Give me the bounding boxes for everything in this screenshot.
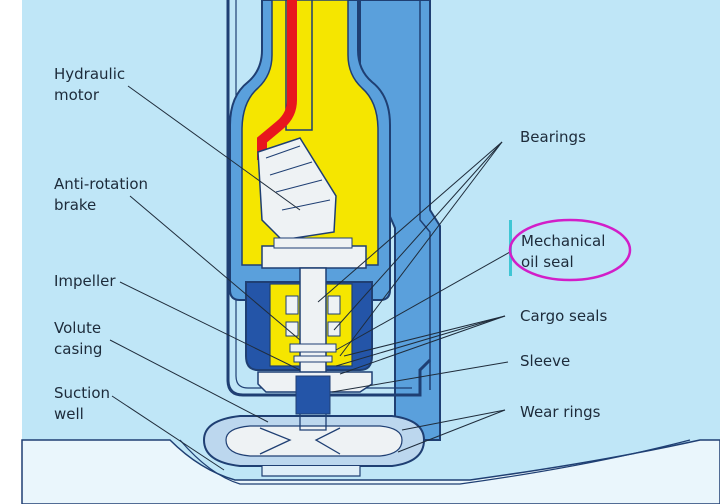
label-volute-casing: Volute casing [54,319,106,358]
label-impeller: Impeller [54,272,116,290]
tank-bottom [21,439,720,504]
column-inner-line [419,0,431,390]
highlight-ring [508,218,632,282]
mechanical-seal-ring [289,343,337,353]
suction-inlet [261,466,361,477]
impeller [225,425,403,457]
label-wear-rings: Wear rings [520,403,601,421]
outer-casing-inner-line [235,0,412,389]
sleeve [295,375,331,415]
leader-lines [109,85,511,471]
outer-casing-line [226,0,432,397]
label-suction-well: Suction well [54,384,115,423]
brake-top [273,237,353,249]
label-bearings: Bearings [520,128,586,146]
bearing-right-upper [327,295,341,315]
label-mechanical-oil-seal: Mechanical oil seal [521,232,610,271]
label-anti-rotation-brake: Anti-rotation brake [54,175,153,214]
impeller-vanes [259,414,341,455]
brake-flange [261,245,367,269]
bearing-left-lower [285,321,299,337]
cargo-seal-ring [293,355,333,363]
label-sleeve: Sleeve [520,352,570,370]
pressure-line [257,0,297,160]
label-hydraulic-motor: Hydraulic motor [54,65,130,104]
label-cargo-seals: Cargo seals [520,307,607,325]
suction-well-outline [179,439,691,485]
bearing-right-lower [327,321,341,337]
hydraulic-motor-body [257,137,337,241]
bearing-left-upper [285,295,299,315]
